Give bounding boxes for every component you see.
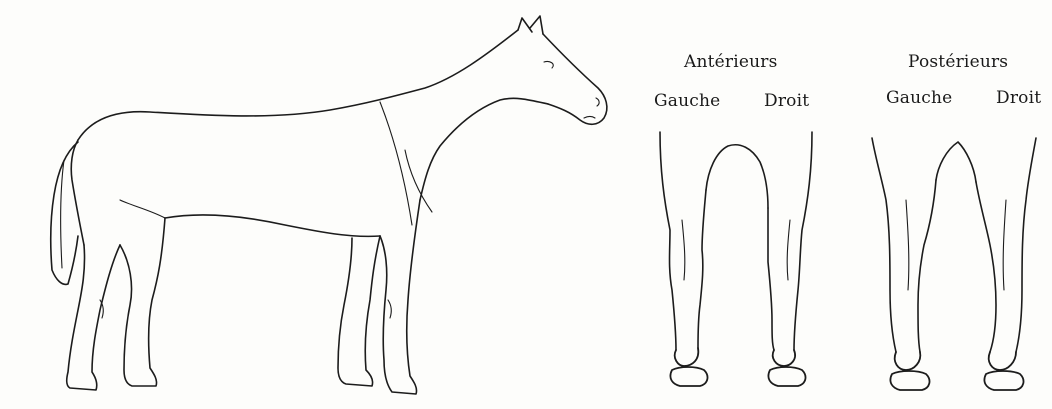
horse-throat — [420, 98, 548, 200]
label-anterieurs: Antérieurs — [684, 52, 778, 72]
horse-side-view — [51, 16, 607, 394]
foreleg-droit-outer — [794, 132, 812, 350]
hindleg-droit-outer — [1016, 138, 1036, 352]
horse-hind-near — [67, 245, 120, 390]
hindleg-gauche-hoof — [890, 371, 929, 390]
label-posterieurs: Postérieurs — [908, 52, 1008, 72]
horse-fore-near — [380, 200, 420, 394]
label-posterieurs-droit: Droit — [996, 88, 1041, 108]
foreleg-gauche-tendon — [682, 220, 685, 280]
horse-nostril — [596, 98, 599, 106]
horse-belly — [165, 215, 380, 236]
horse-mouth — [584, 117, 595, 119]
forelegs-front-view — [660, 132, 812, 386]
horse-hind-far — [120, 218, 165, 386]
hindleg-droit-fetlock — [989, 352, 1016, 370]
foreleg-droit-tendon — [787, 220, 790, 280]
hindleg-droit-hoof — [984, 371, 1023, 390]
foreleg-droit-hoof — [768, 367, 805, 386]
hindleg-droit-tendon — [1003, 200, 1006, 290]
horse-shoulder-line — [405, 150, 432, 212]
horse-rump — [71, 140, 84, 245]
forelegs-chest-arch — [706, 145, 768, 208]
horse-ear-near — [518, 18, 532, 32]
hindleg-gauche-inner — [918, 180, 936, 352]
horse-fore-far — [338, 236, 380, 386]
hindlegs-rear-view — [872, 138, 1036, 390]
label-anterieurs-droit: Droit — [764, 91, 809, 111]
hindleg-gauche-tendon — [906, 200, 909, 290]
horse-face — [543, 34, 607, 124]
label-anterieurs-gauche: Gauche — [654, 91, 720, 111]
horse-tail — [51, 142, 78, 284]
foreleg-droit-fetlock — [773, 350, 795, 366]
hindleg-gauche-fetlock — [895, 352, 921, 370]
horse-topline — [78, 30, 518, 140]
horse-eye — [544, 61, 553, 68]
horse-fore-knee — [388, 300, 391, 318]
foreleg-gauche-inner — [698, 190, 706, 348]
foreleg-gauche-fetlock — [675, 348, 699, 366]
foreleg-gauche-hoof — [670, 367, 707, 386]
label-posterieurs-gauche: Gauche — [886, 88, 952, 108]
horse-neck-line — [380, 102, 412, 225]
hindleg-gauche-outer — [872, 138, 896, 352]
foreleg-droit-inner — [768, 208, 774, 350]
horse-tail-inner — [61, 160, 64, 268]
hindleg-droit-inner — [976, 182, 996, 352]
horse-flank — [120, 200, 165, 218]
hindlegs-rump-arch — [936, 142, 976, 182]
foreleg-gauche-outer — [660, 132, 676, 350]
